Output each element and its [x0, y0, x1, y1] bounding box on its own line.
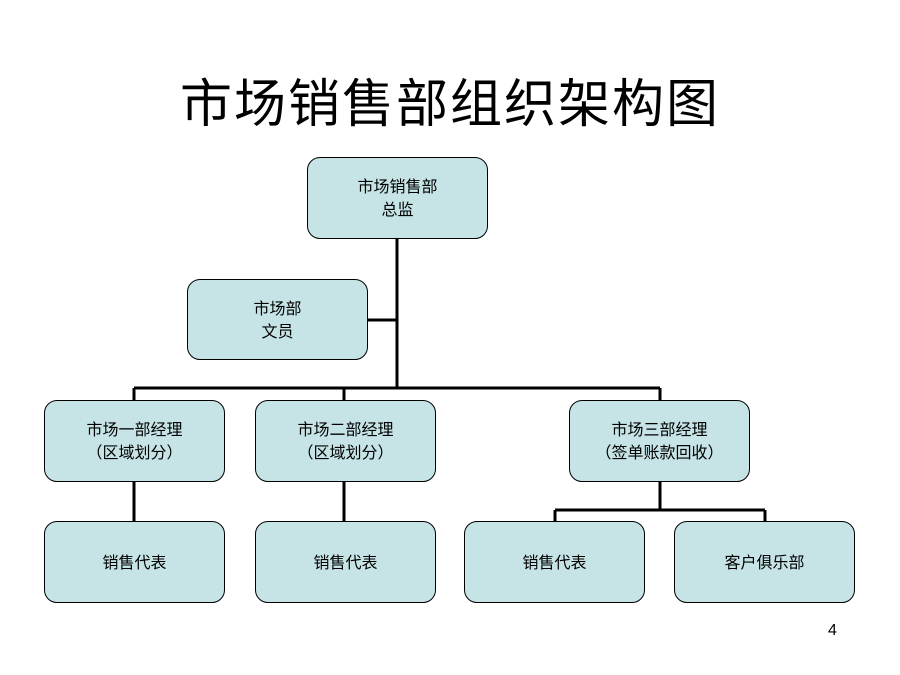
node-club-title: 客户俱乐部 [724, 552, 805, 572]
node-manager1-title: 市场一部经理 [86, 420, 183, 439]
node-rep2-title: 销售代表 [313, 552, 378, 572]
node-manager2: 市场二部经理 （区域划分） [255, 400, 436, 482]
node-director: 市场销售部 总监 [307, 157, 488, 239]
node-rep3: 销售代表 [464, 521, 645, 603]
node-manager3-note: （签单账款回收） [595, 443, 724, 462]
node-manager2-note: （区域划分） [297, 443, 394, 462]
node-clerk: 市场部 文员 [187, 279, 368, 360]
node-manager3: 市场三部经理 （签单账款回收） [569, 400, 750, 482]
node-director-role: 总监 [381, 200, 414, 219]
node-manager1: 市场一部经理 （区域划分） [44, 400, 225, 482]
node-manager3-title: 市场三部经理 [611, 420, 708, 439]
node-director-title: 市场销售部 [357, 177, 438, 196]
node-rep2: 销售代表 [255, 521, 436, 603]
page-title: 市场销售部组织架构图 [179, 75, 720, 135]
node-rep3-title: 销售代表 [522, 552, 587, 572]
node-manager1-note: （区域划分） [86, 443, 183, 462]
node-clerk-role: 文员 [261, 321, 294, 341]
page-number: 4 [828, 622, 837, 639]
node-rep1: 销售代表 [44, 521, 225, 603]
node-manager2-title: 市场二部经理 [297, 420, 394, 439]
node-rep1-title: 销售代表 [102, 552, 167, 572]
node-clerk-title: 市场部 [253, 298, 302, 318]
node-club: 客户俱乐部 [674, 521, 855, 603]
